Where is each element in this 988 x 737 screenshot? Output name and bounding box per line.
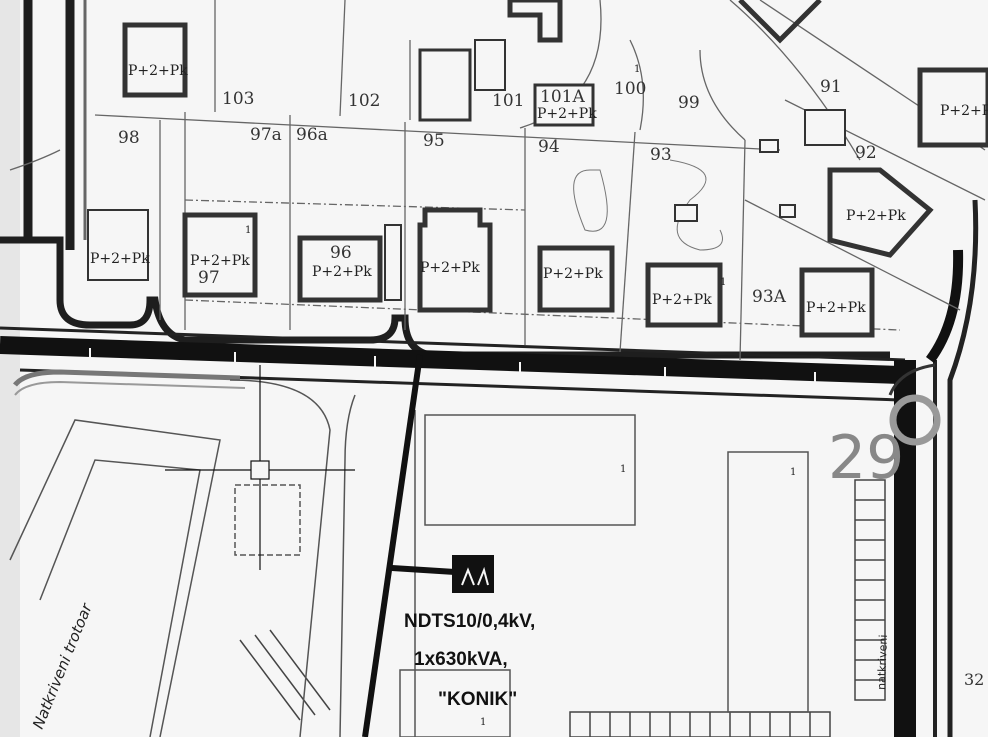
road-dashes [89, 348, 816, 384]
main-road-band [0, 336, 901, 384]
garden-path [573, 159, 723, 251]
parcel-number-labels: 103 102 101 101A 100 99 91 98 97a 96a 95… [118, 77, 877, 307]
building-label: P+2+Pk [90, 251, 150, 267]
parcel-number: 92 [855, 143, 877, 163]
station-label-line2: 1x630kVA, [414, 649, 508, 670]
building-label: P+2+Pk [543, 266, 603, 282]
parking-stripes-bottom [569, 711, 831, 737]
street-label-natkriveni: natkriveni [875, 634, 890, 690]
edge-label: 32 [964, 670, 984, 689]
building-top [507, 0, 563, 43]
south-area-outlines [9, 379, 809, 737]
small-label: 1 [480, 717, 486, 728]
station-label-line3: "KONIK" [438, 689, 517, 710]
parcel-number: 102 [348, 91, 380, 111]
building-label: P+2+Pk [190, 253, 250, 269]
parcel-number: 97 [198, 268, 220, 288]
parcel-number: 96a [296, 125, 328, 145]
small-label: 1 [790, 467, 796, 478]
transformer-symbol [461, 566, 489, 586]
parcel-number: 101 [492, 91, 524, 111]
parcel-number: 101A [540, 87, 585, 107]
building-label: P+2+Pk [312, 264, 372, 280]
parcel-number: 98 [118, 128, 140, 148]
building-label: P+2+Pk [940, 103, 988, 119]
right-road-curve [925, 249, 964, 363]
power-cable [362, 354, 423, 737]
parcel-number: 91 [820, 77, 842, 97]
building-label: P+2+Pk [846, 208, 906, 224]
left-edge-shade [0, 0, 20, 737]
building-label: P+2+Pk [420, 260, 480, 276]
parcel-number: 94 [538, 137, 560, 157]
small-label: 1 [245, 225, 251, 236]
small-label: 1 [720, 277, 726, 288]
right-road-outer [947, 199, 979, 737]
parcel-number: 95 [423, 131, 445, 151]
building-label: P+2+Pk [652, 292, 712, 308]
parking-stripes-left [239, 629, 331, 721]
parcel-number: 96 [330, 243, 352, 263]
crosshair [165, 365, 355, 570]
parcel-number: 103 [222, 89, 254, 109]
south-sidewalk [13, 369, 241, 387]
road-marker-circle [889, 394, 941, 446]
small-one-labels: 1 1 1 1 1 1 [245, 64, 796, 728]
transformer-station-icon[interactable] [452, 555, 494, 593]
parcel-number: 99 [678, 93, 700, 113]
building-top-right [738, 0, 822, 44]
parcel-number: 97a [250, 125, 282, 145]
parcel-number: 100 [614, 79, 646, 99]
parcel-number: 93A [752, 287, 787, 307]
building-labels: P+2+Pk P+2+Pk P+2+Pk P+2+Pk P+2+Pk P+2+P… [90, 63, 988, 316]
parking-stripes-right [854, 479, 886, 701]
power-cable-branch [391, 565, 456, 575]
building-label: P+2+Pk [128, 63, 188, 79]
south-sidewalk-line [14, 380, 246, 396]
building-label: P+2+Pk [806, 300, 866, 316]
corner-curve [888, 363, 936, 396]
parcel-number: 93 [650, 145, 672, 165]
building-label: P+2+Pk [537, 106, 597, 122]
buildings [87, 22, 988, 338]
station-label-line1: NDTS10/0,4kV, [404, 611, 535, 632]
road-number-label: 29 [828, 423, 904, 493]
small-label: 1 [620, 464, 626, 475]
small-label: 1 [634, 64, 640, 75]
main-road-north-edge [0, 326, 906, 362]
